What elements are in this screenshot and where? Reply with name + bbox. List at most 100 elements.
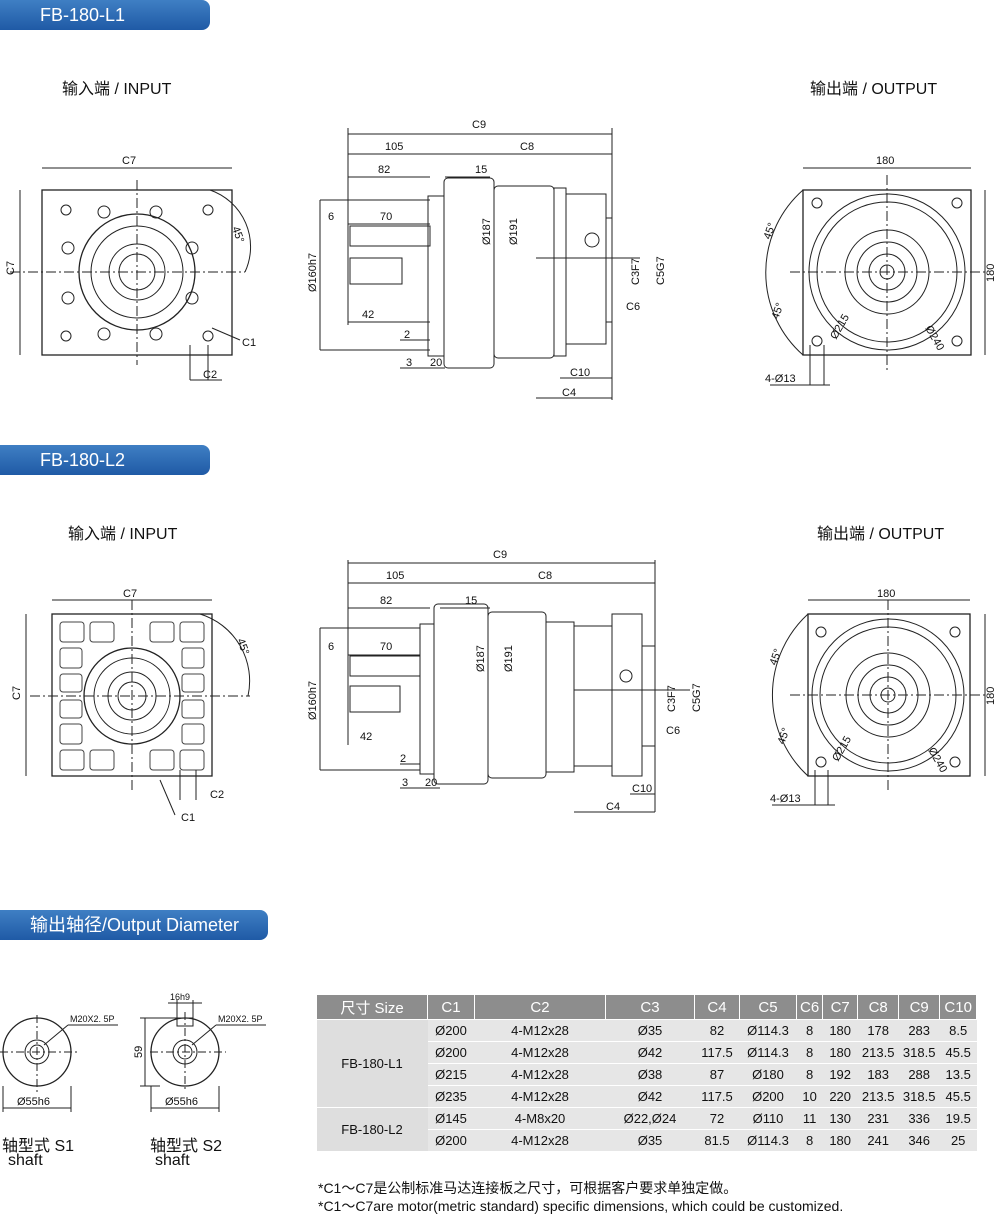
dim-45: 45° <box>229 225 246 245</box>
table-cell: 4-M8x20 <box>474 1107 606 1130</box>
dim-187: Ø187 <box>475 645 487 672</box>
table-row: FB-180-L1 Ø200 4-M12x28 Ø35 82 Ø114.3 8 … <box>316 1019 977 1108</box>
dim-191: Ø191 <box>503 645 515 672</box>
table-cell: 4-M12x28 <box>474 1063 606 1086</box>
dim-15: 15 <box>465 595 477 607</box>
dim-70: 70 <box>380 211 392 223</box>
dim-55h6: Ø55h6 <box>17 1096 50 1108</box>
dim-c6: C6 <box>666 725 680 737</box>
table-cell: 13.5 <box>939 1063 977 1086</box>
table-cell: Ø114.3 <box>739 1019 797 1042</box>
dim-20: 20 <box>425 777 437 789</box>
header-cell: C1 <box>427 994 475 1020</box>
dim-55h6: Ø55h6 <box>165 1096 198 1108</box>
l1-output-view <box>765 167 986 386</box>
model-cell: FB-180-L2 <box>316 1107 428 1152</box>
table-cell: 241 <box>857 1129 899 1152</box>
l2-input-view <box>25 599 251 816</box>
dim-holes: 4-Ø13 <box>770 793 801 805</box>
table-cell: 82 <box>694 1019 740 1042</box>
header-cell: C4 <box>694 994 740 1020</box>
dim-3: 3 <box>402 777 408 789</box>
table-cell: Ø42 <box>605 1041 695 1064</box>
table-row: FB-180-L2 Ø145 4-M8x20 Ø22,Ø24 72 Ø110 1… <box>316 1107 977 1152</box>
dim-45: 45° <box>770 301 787 321</box>
dim-c5g7: C5G7 <box>655 256 667 285</box>
table-cell: Ø235 <box>427 1085 475 1108</box>
dim-45: 45° <box>234 637 251 657</box>
table-cell: Ø110 <box>739 1107 797 1130</box>
table-cell: Ø180 <box>739 1063 797 1086</box>
dim-59: 59 <box>133 1046 145 1058</box>
table-cell: Ø145 <box>427 1107 475 1130</box>
table-cell: 213.5 <box>857 1041 899 1064</box>
spec-table: 尺寸 Size C1 C2 C3 C4 C5 C6 C7 C8 C9 C10 F… <box>316 994 978 1152</box>
dim-c1: C1 <box>181 812 195 824</box>
dim-16h9: 16h9 <box>170 992 190 1002</box>
table-cell: 178 <box>857 1019 899 1042</box>
table-cell: 11 <box>796 1107 823 1130</box>
table-cell: 130 <box>822 1107 858 1130</box>
table-cell: 72 <box>694 1107 740 1130</box>
shaft-s2-label: 轴型式 S2 <box>150 1138 223 1155</box>
shaft-s2-drawing <box>140 1000 266 1112</box>
dim-3: 3 <box>406 357 412 369</box>
dim-42: 42 <box>362 309 374 321</box>
dim-c2: C2 <box>210 789 224 801</box>
input-label: 输入端 / INPUT <box>62 81 172 98</box>
table-cell: 213.5 <box>857 1085 899 1108</box>
header-cell: C10 <box>939 994 978 1020</box>
section-title: FB-180-L1 <box>40 5 126 25</box>
table-cell: 8 <box>796 1041 823 1064</box>
dim-105: 105 <box>385 141 403 153</box>
dim-240: Ø240 <box>922 324 946 353</box>
table-cell: 4-M12x28 <box>474 1085 606 1108</box>
table-cell: 183 <box>857 1063 899 1086</box>
table-cell: 180 <box>822 1019 858 1042</box>
table-cell: Ø42 <box>605 1085 695 1108</box>
dim-c3f7: C3F7 <box>666 685 678 712</box>
dim-c6: C6 <box>626 301 640 313</box>
table-cell: 45.5 <box>939 1085 977 1108</box>
table-cell: Ø35 <box>605 1019 695 1042</box>
dim-82: 82 <box>380 595 392 607</box>
dim-240: Ø240 <box>925 746 949 775</box>
dim-6: 6 <box>328 211 334 223</box>
dim-191: Ø191 <box>508 218 520 245</box>
table-cell: 346 <box>898 1129 940 1152</box>
dim-2: 2 <box>404 329 410 341</box>
table-row: Ø235 4-M12x28 Ø42 117.5 Ø200 10 220 213.… <box>317 1085 977 1108</box>
table-cell: 336 <box>898 1107 940 1130</box>
dim-160h7: Ø160h7 <box>307 253 319 292</box>
header-cell: C2 <box>474 994 606 1020</box>
table-cell: 8 <box>796 1019 823 1042</box>
dim-45: 45° <box>776 726 793 746</box>
shaft-s1-drawing <box>0 1015 118 1112</box>
l1-side-view <box>319 128 640 400</box>
dim-70: 70 <box>380 641 392 653</box>
header-cell: C8 <box>857 994 900 1020</box>
dim-c8: C8 <box>538 570 552 582</box>
table-cell: 8 <box>796 1129 823 1152</box>
table-header-row: 尺寸 Size C1 C2 C3 C4 C5 C6 C7 C8 C9 C10 <box>316 994 978 1020</box>
table-cell: 231 <box>857 1107 899 1130</box>
table-cell: 19.5 <box>939 1107 977 1130</box>
section-title: FB-180-L2 <box>40 450 126 470</box>
input-label: 输入端 / INPUT <box>68 526 178 543</box>
table-cell: 318.5 <box>898 1041 940 1064</box>
table-cell: 4-M12x28 <box>474 1019 606 1042</box>
dim-187: Ø187 <box>481 218 493 245</box>
dim-c3f7: C3F7 <box>630 258 642 285</box>
dim-c9: C9 <box>493 549 507 561</box>
table-cell: Ø200 <box>427 1019 475 1042</box>
dim-45: 45° <box>768 647 785 667</box>
header-cell: C7 <box>822 994 859 1020</box>
note-english: *C1～C7are motor(metric standard) specifi… <box>318 1198 844 1214</box>
table-cell: 318.5 <box>898 1085 940 1108</box>
table-row: Ø200 4-M12x28 Ø42 117.5 Ø114.3 8 180 213… <box>317 1041 977 1064</box>
table-row: Ø215 4-M12x28 Ø38 87 Ø180 8 192 183 288 … <box>317 1063 977 1086</box>
table-cell: Ø215 <box>427 1063 475 1086</box>
dim-42: 42 <box>360 731 372 743</box>
dim-c7: C7 <box>122 155 136 167</box>
